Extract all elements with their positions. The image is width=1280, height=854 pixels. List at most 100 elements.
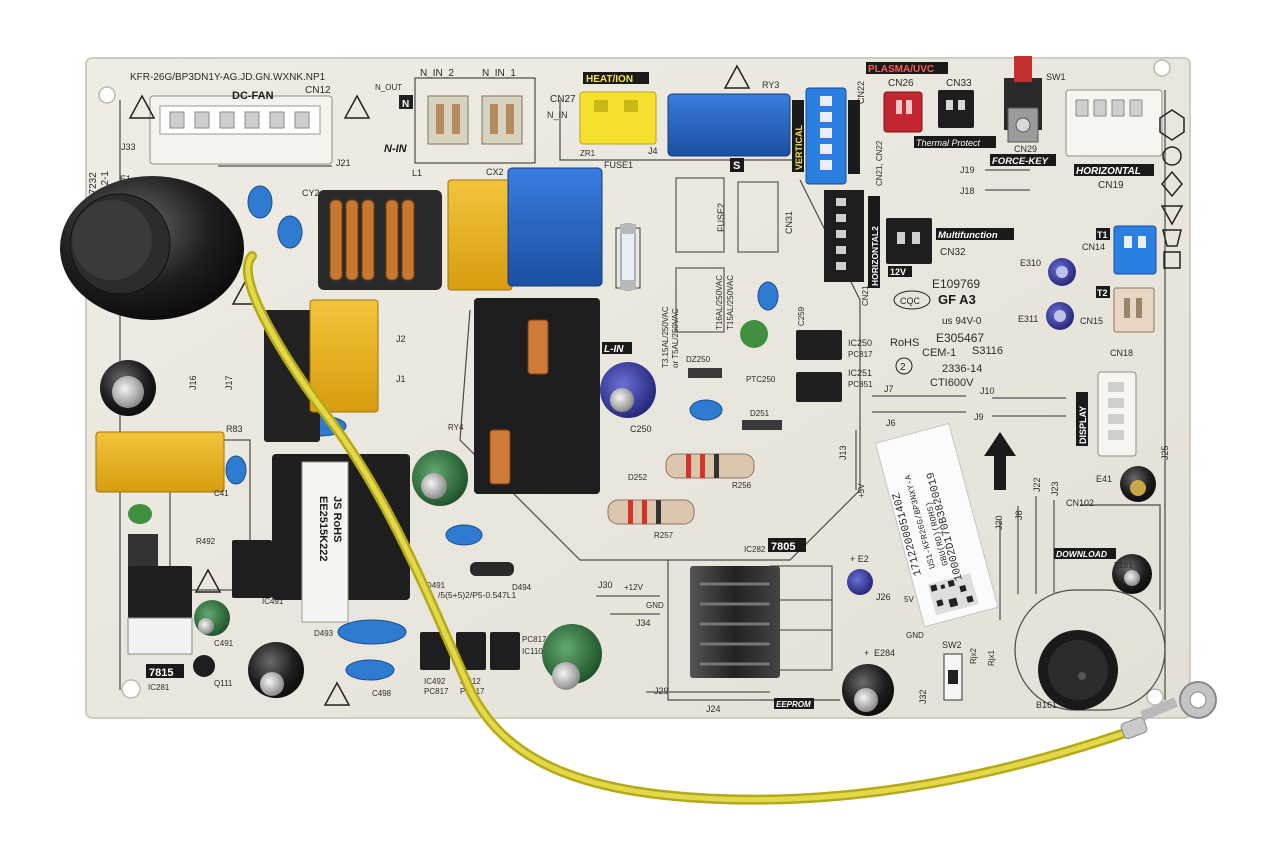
label-d252: D252 [628,473,648,482]
common-mode-choke-l1 [318,190,442,290]
label-cem1: CEM-1 [922,347,956,359]
cn26-connector [883,91,923,133]
cap-e310 [1048,258,1076,286]
label-e161: E161 [1114,561,1133,570]
label-j25: J25 [1160,445,1170,460]
label-r256: R256 [732,481,752,490]
label-cn26: CN26 [888,78,914,89]
label-cn19: CN19 [1098,180,1124,191]
cap-blue-c250 [600,362,656,418]
fuse-holder-outlines [675,177,779,333]
jumpers-mid [855,395,1066,620]
diode-d494 [470,562,514,576]
label-l-in: L-IN [604,344,624,355]
label-e284: E284 [874,648,895,658]
label-j1: J1 [396,374,406,384]
x-cap-left [309,299,379,413]
label-plus12v: +12V [624,583,644,592]
board-model: KFR-26G/BP3DN1Y-AG.JD.GN.WXNK.NP1 [130,72,326,83]
cap-e161 [1112,554,1152,594]
label-pc817a: PC817 [848,350,873,359]
product-sticker [874,422,999,628]
fuse1 [615,223,641,291]
cap-green-mid [412,450,468,506]
left-edge-code2: 1-12-1 [100,171,111,200]
label-ic282: IC282 [744,545,766,554]
label-cn31: CN31 [784,211,794,234]
label-pc817d: PC817 [522,635,547,644]
label-cti: CTI600V [930,377,974,389]
label-ic251: IC251 [848,368,872,378]
label-zr1: ZR1 [580,149,596,158]
n-in-terminals [427,95,523,145]
thermal-banner [914,136,996,148]
plasma-banner [866,62,948,74]
label-pc817b: PC817 [424,687,449,696]
label-e1: E1 [120,174,131,184]
label-plus5v: +5V [857,483,866,498]
label-sw1: SW1 [1046,72,1066,82]
label-gnd: GND [646,601,664,610]
label-j17: J17 [224,375,234,390]
left-edge-code: 47232 [88,172,99,200]
label-t1: T1 [1097,230,1108,240]
label-ic110: IC110 [522,647,543,656]
label-cy2: CY2 [302,188,320,198]
label-fuse-rating1b: or T5AL/250VAC [671,308,680,368]
label-d251: D251 [750,409,770,418]
label-ic250: IC250 [848,338,872,348]
cn33-connector [938,90,974,128]
label-n-in-2: N_IN_2 [420,68,454,79]
download-banner [1054,548,1116,559]
label-cn33: CN33 [946,78,972,89]
vertical-banner [792,100,804,172]
label-cn21: CN21 [861,285,870,306]
label-j21: J21 [336,158,351,168]
label-fuse-rating1: T3.15AL/250VAC [661,306,670,368]
transistor-q111 [193,655,215,677]
label-j26: J26 [876,592,891,602]
jumpers-bottom [596,595,770,701]
vertical-connector [805,87,847,185]
cap-black-left [100,360,156,416]
t1-banner [1096,228,1110,240]
diode-d251 [742,420,782,430]
pin-header-cn22 [848,100,860,174]
optocouplers-ic250-ic251 [420,330,842,670]
label-j6: J6 [886,418,896,428]
label-e311: E311 [1018,314,1038,324]
label-e310: E310 [1020,258,1041,268]
label-d494: D494 [512,583,532,592]
ic491 [232,540,272,598]
label-pc851: PC851 [848,380,873,389]
cap-e41 [1120,466,1156,502]
ground-wire-highlight [245,253,1131,803]
mounting-holes [98,59,1171,706]
label-dc-fan: DC-FAN [232,90,274,102]
cn15-connector [1113,287,1155,333]
cn32-connector [886,218,932,264]
label-multifunction: Multifunction [938,230,998,241]
film-cap-cx2 [447,179,513,291]
label-n-in-1: N_IN_1 [482,68,516,79]
s-marker [730,158,744,172]
v7805-banner [768,538,806,552]
label-plus-e2: + E2 [850,554,869,564]
up-arrow-icon [984,432,1016,490]
dc-fan-connector [149,95,333,165]
label-j2: J2 [396,334,406,344]
bulk-capacitor-e1 [60,176,244,320]
small-green-parts [128,322,766,524]
horizontal2-connector [824,190,864,282]
label-cx2: CX2 [486,167,504,177]
label-7815: 7815 [149,667,173,679]
label-vertical: VERTICAL [794,124,804,170]
label-ul-94v: us 94V-0 [942,316,982,327]
cap-green-bottom [542,624,602,690]
label-n-out: N_OUT [375,83,402,92]
label-rjx2: Rjx2 [969,647,978,664]
label-horizontal: HORIZONTAL [1076,166,1141,177]
label-e305467: E305467 [936,331,984,345]
label-c41: C41 [214,489,229,498]
label-cn29: CN29 [1014,144,1037,154]
